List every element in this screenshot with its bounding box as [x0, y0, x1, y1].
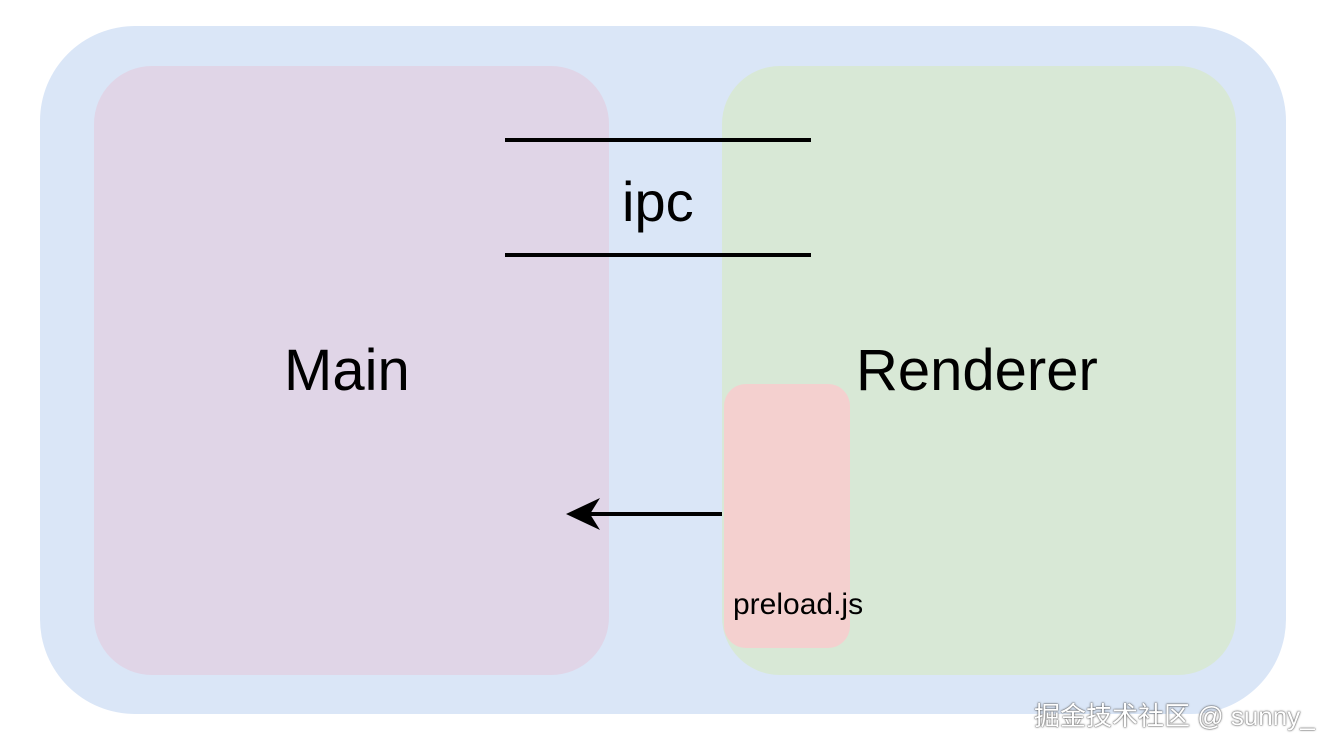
ipc-bottom-line	[505, 253, 811, 257]
arrow-left-icon	[566, 498, 722, 530]
preload-script-box	[724, 384, 850, 648]
ipc-label: ipc	[622, 170, 694, 233]
ipc-top-line	[505, 138, 811, 142]
watermark: 掘金技术社区 @ sunny_	[1034, 701, 1315, 731]
main-process-box	[94, 66, 609, 675]
preload-label: preload.js	[733, 588, 864, 621]
renderer-label: Renderer	[856, 338, 1098, 403]
main-label: Main	[284, 338, 410, 403]
